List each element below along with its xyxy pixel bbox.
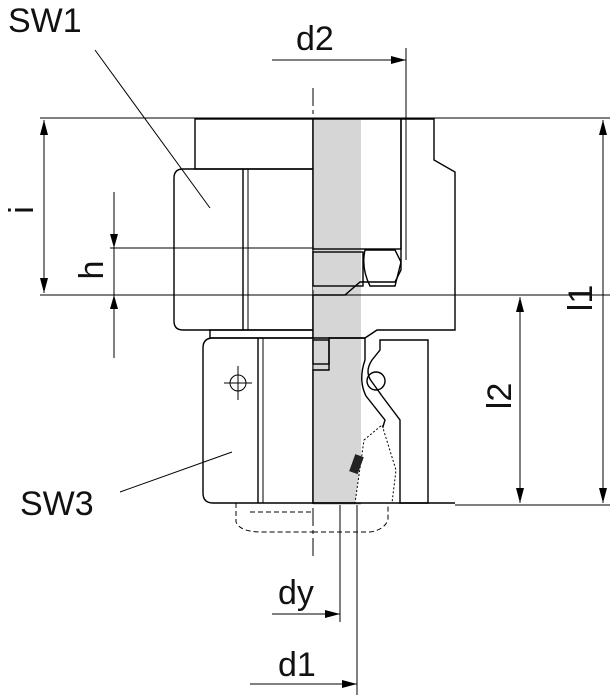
lower-hex-body	[202, 337, 314, 504]
label-l1: l1	[562, 285, 600, 311]
label-dy: dy	[278, 574, 314, 612]
label-sw1: SW1	[8, 2, 82, 40]
seal-ring	[349, 454, 364, 475]
leader-sw3	[119, 451, 233, 493]
label-sw3: SW3	[20, 485, 94, 523]
label-d1: d1	[278, 646, 316, 684]
label-l2: l2	[481, 383, 519, 409]
hidden-nut-outline	[235, 503, 313, 533]
bore-area	[313, 119, 361, 505]
upper-hex-body	[173, 168, 314, 331]
retaining-ring	[366, 371, 386, 391]
leader-sw1	[94, 49, 211, 209]
thread-collar	[194, 118, 314, 170]
exterior-view	[173, 118, 314, 533]
label-h: h	[73, 261, 111, 280]
neck	[209, 329, 314, 339]
o-ring-groove	[363, 249, 402, 287]
section-view	[312, 118, 456, 533]
dimension-lines	[40, 48, 610, 695]
cutting-ring	[354, 424, 397, 504]
label-d2: d2	[296, 20, 334, 58]
label-i: i	[3, 206, 41, 214]
